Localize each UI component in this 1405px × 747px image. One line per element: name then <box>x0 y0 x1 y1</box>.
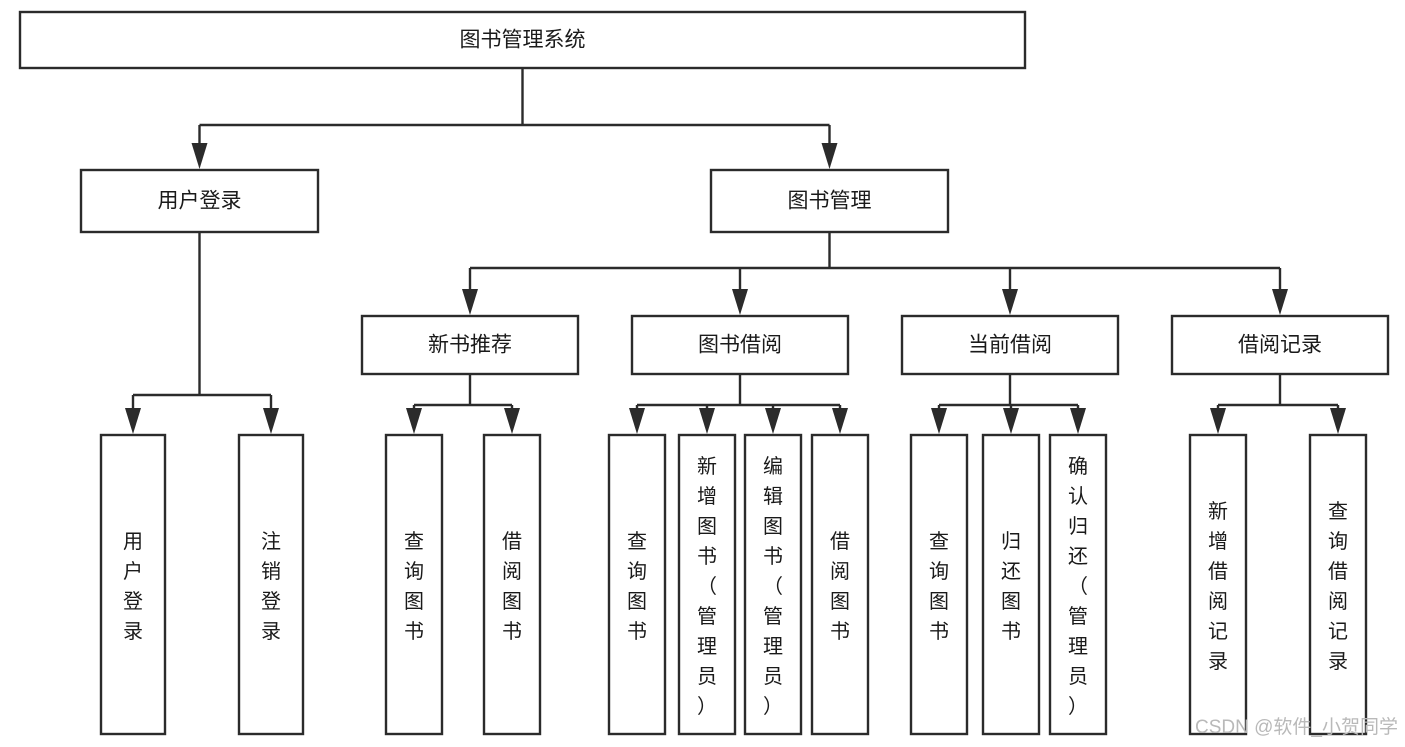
node-box[interactable] <box>1188 433 1248 736</box>
arrow-head-icon <box>821 143 838 169</box>
node-label: 用户登录 <box>158 190 242 213</box>
node-leaf-logout[interactable]: 注销登录 <box>237 433 305 736</box>
arrow-head-icon <box>263 408 279 434</box>
node-box[interactable] <box>1170 314 1390 376</box>
node-leaf-borrow-book-1[interactable]: 借阅图书 <box>482 433 542 736</box>
node-box[interactable] <box>743 433 803 736</box>
arrow-head-icon <box>765 408 781 434</box>
arrow-head-icon <box>125 408 141 434</box>
node-leaf-add-book[interactable]: 新增图书（管理员） <box>677 433 737 736</box>
node-label: 用户登录 <box>123 531 143 643</box>
node-label: 查询图书 <box>929 530 949 643</box>
node-box[interactable] <box>18 10 1027 70</box>
arrow-head-icon <box>732 289 748 315</box>
connector-group <box>406 374 520 434</box>
node-box[interactable] <box>981 433 1041 736</box>
node-label: 确认归还（管理员） <box>1068 455 1088 718</box>
node-leaf-borrow-book-2[interactable]: 借阅图书 <box>810 433 870 736</box>
arrow-head-icon <box>629 408 645 434</box>
arrow-head-icon <box>1210 408 1226 434</box>
connector-layer <box>125 68 1346 434</box>
node-user-login[interactable]: 用户登录 <box>79 168 320 234</box>
arrow-head-icon <box>1003 408 1019 434</box>
connector-group <box>462 232 1288 315</box>
arrow-head-icon <box>832 408 848 434</box>
connector-group <box>931 374 1086 434</box>
node-leaf-query-book-3[interactable]: 查询图书 <box>909 433 969 736</box>
node-leaf-query-record[interactable]: 查询借阅记录 <box>1308 433 1368 736</box>
node-root[interactable]: 图书管理系统 <box>18 10 1027 70</box>
connector-group <box>1210 374 1346 434</box>
connector-group <box>125 232 279 434</box>
arrow-head-icon <box>1002 289 1018 315</box>
arrow-head-icon <box>699 408 715 434</box>
arrow-head-icon <box>931 408 947 434</box>
node-label: 查询图书 <box>627 530 647 643</box>
node-label: 新书推荐 <box>428 334 512 357</box>
node-leaf-query-book-2[interactable]: 查询图书 <box>607 433 667 736</box>
node-box[interactable] <box>99 433 167 736</box>
node-label: 借阅记录 <box>1238 334 1322 357</box>
node-layer: 图书管理系统用户登录图书管理新书推荐图书借阅当前借阅借阅记录用户登录注销登录查询… <box>18 10 1390 736</box>
node-leaf-user-login[interactable]: 用户登录 <box>99 433 167 736</box>
node-label: 注销登录 <box>261 530 281 643</box>
watermark-label: CSDN @软件_小贺同学 <box>1195 716 1398 738</box>
node-label: 新增借阅记录 <box>1208 500 1228 673</box>
node-box[interactable] <box>384 433 444 736</box>
arrow-head-icon <box>1272 289 1288 315</box>
node-label: 归还图书 <box>1001 530 1021 643</box>
node-label: 编辑图书（管理员） <box>763 455 783 718</box>
node-label: 查询借阅记录 <box>1328 500 1348 673</box>
node-leaf-confirm-return[interactable]: 确认归还（管理员） <box>1048 433 1108 736</box>
node-leaf-query-book-1[interactable]: 查询图书 <box>384 433 444 736</box>
node-box[interactable] <box>237 433 305 736</box>
node-leaf-return-book[interactable]: 归还图书 <box>981 433 1041 736</box>
node-label: 查询图书 <box>404 530 424 643</box>
node-label: 图书管理 <box>788 190 872 213</box>
node-box[interactable] <box>1308 433 1368 736</box>
node-label: 当前借阅 <box>968 334 1052 357</box>
node-leaf-edit-book[interactable]: 编辑图书（管理员） <box>743 433 803 736</box>
node-box[interactable] <box>79 168 320 234</box>
node-box[interactable] <box>810 433 870 736</box>
node-label: 借阅图书 <box>502 530 522 643</box>
arrow-head-icon <box>504 408 520 434</box>
arrow-head-icon <box>191 143 208 169</box>
node-book-borrow[interactable]: 图书借阅 <box>630 314 850 376</box>
node-box[interactable] <box>360 314 580 376</box>
node-box[interactable] <box>909 433 969 736</box>
node-box[interactable] <box>677 433 737 736</box>
node-label: 图书管理系统 <box>460 29 586 52</box>
node-label: 借阅图书 <box>830 530 850 643</box>
arrow-head-icon <box>1070 408 1086 434</box>
arrow-head-icon <box>406 408 422 434</box>
node-book-manage[interactable]: 图书管理 <box>709 168 950 234</box>
node-label: 新增图书（管理员） <box>697 455 717 718</box>
node-label: 图书借阅 <box>698 334 782 357</box>
connector-group <box>629 374 848 434</box>
node-leaf-add-record[interactable]: 新增借阅记录 <box>1188 433 1248 736</box>
node-current-borrow[interactable]: 当前借阅 <box>900 314 1120 376</box>
node-borrow-record[interactable]: 借阅记录 <box>1170 314 1390 376</box>
connector-group <box>191 68 838 169</box>
node-box[interactable] <box>607 433 667 736</box>
node-box[interactable] <box>482 433 542 736</box>
node-new-book-rec[interactable]: 新书推荐 <box>360 314 580 376</box>
node-box[interactable] <box>709 168 950 234</box>
node-box[interactable] <box>1048 433 1108 736</box>
arrow-head-icon <box>1330 408 1346 434</box>
node-box[interactable] <box>900 314 1120 376</box>
node-box[interactable] <box>630 314 850 376</box>
arrow-head-icon <box>462 289 478 315</box>
